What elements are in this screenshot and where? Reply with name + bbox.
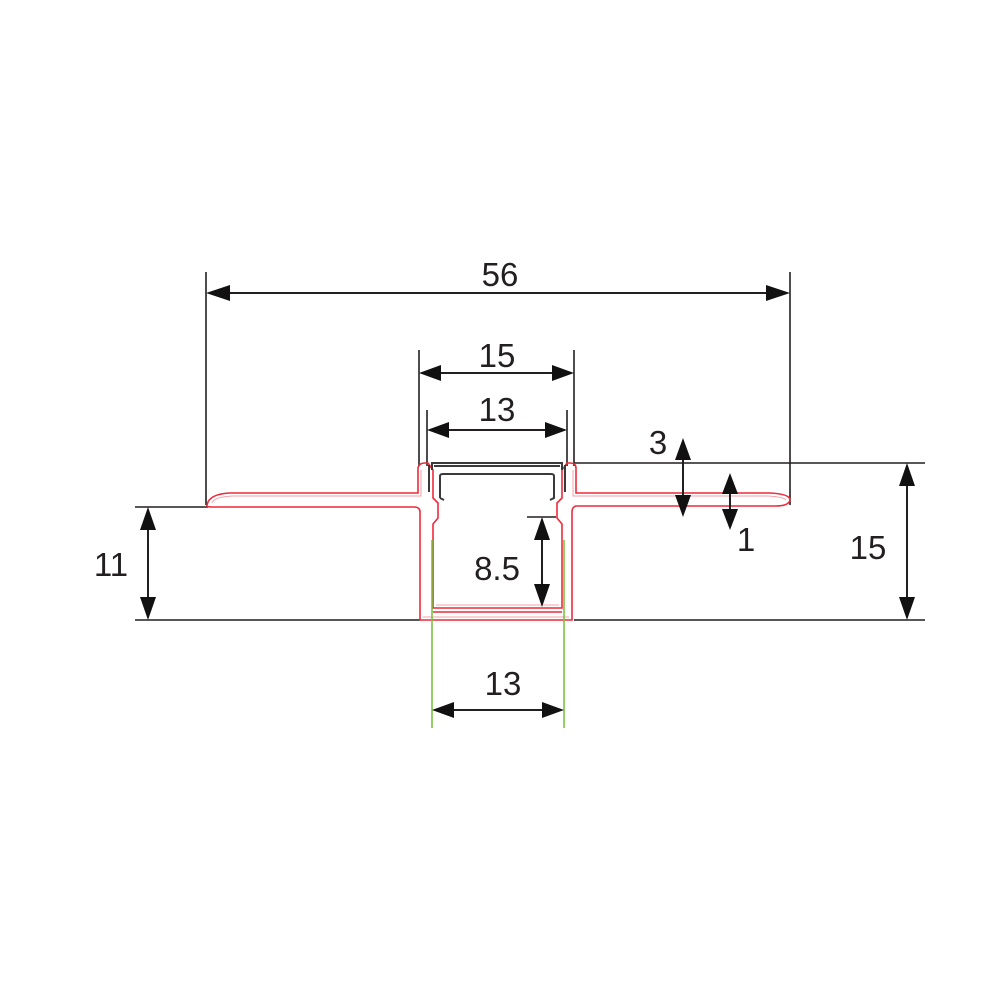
arrow-right-icon: [542, 702, 564, 718]
arrow-left-icon: [206, 285, 230, 301]
arrow-down-icon: [140, 597, 156, 620]
dimension-channel-outer-width: 15: [419, 337, 574, 381]
bottom-guide-lines: [431, 540, 565, 728]
arrow-up-icon: [534, 517, 550, 540]
dimension-flange-thickness: 1: [722, 473, 755, 558]
arrow-right-icon: [766, 285, 790, 301]
aluminium-profile: [206, 462, 791, 621]
label-channel-outer-width: 15: [479, 337, 516, 374]
arrow-right-icon: [545, 422, 567, 438]
label-flange-to-base-height: 11: [94, 546, 128, 583]
dimension-total-height: 15: [850, 463, 915, 620]
label-total-height: 15: [850, 529, 887, 566]
dimension-channel-inner-width: 13: [427, 391, 567, 438]
dimension-overall-width: 56: [206, 256, 790, 301]
label-flange-step: 3: [649, 424, 667, 461]
arrow-up-icon: [899, 463, 915, 486]
arrow-left-icon: [432, 702, 454, 718]
arrow-up-icon: [722, 473, 738, 494]
arrow-left-icon: [419, 365, 441, 381]
arrow-up-icon: [140, 507, 156, 530]
label-inner-depth: 8.5: [474, 550, 520, 587]
diffuser: [428, 462, 566, 501]
label-flange-thickness: 1: [737, 521, 755, 558]
dimension-bottom-inner-width: 13: [432, 665, 564, 718]
arrow-down-icon: [675, 495, 691, 517]
arrow-up-icon: [675, 438, 691, 460]
arrow-right-icon: [552, 365, 574, 381]
dimension-inner-depth: 8.5: [474, 517, 550, 607]
label-channel-inner-width: 13: [479, 391, 516, 428]
label-bottom-inner-width: 13: [485, 665, 522, 702]
label-overall-width: 56: [482, 256, 519, 293]
arrow-down-icon: [534, 584, 550, 607]
dimension-flange-step: 3: [649, 424, 691, 517]
arrow-down-icon: [899, 597, 915, 620]
extension-lines: [135, 272, 925, 621]
arrow-down-icon: [722, 509, 738, 530]
dimension-flange-to-base-height: 11: [94, 507, 156, 620]
arrow-left-icon: [427, 422, 449, 438]
